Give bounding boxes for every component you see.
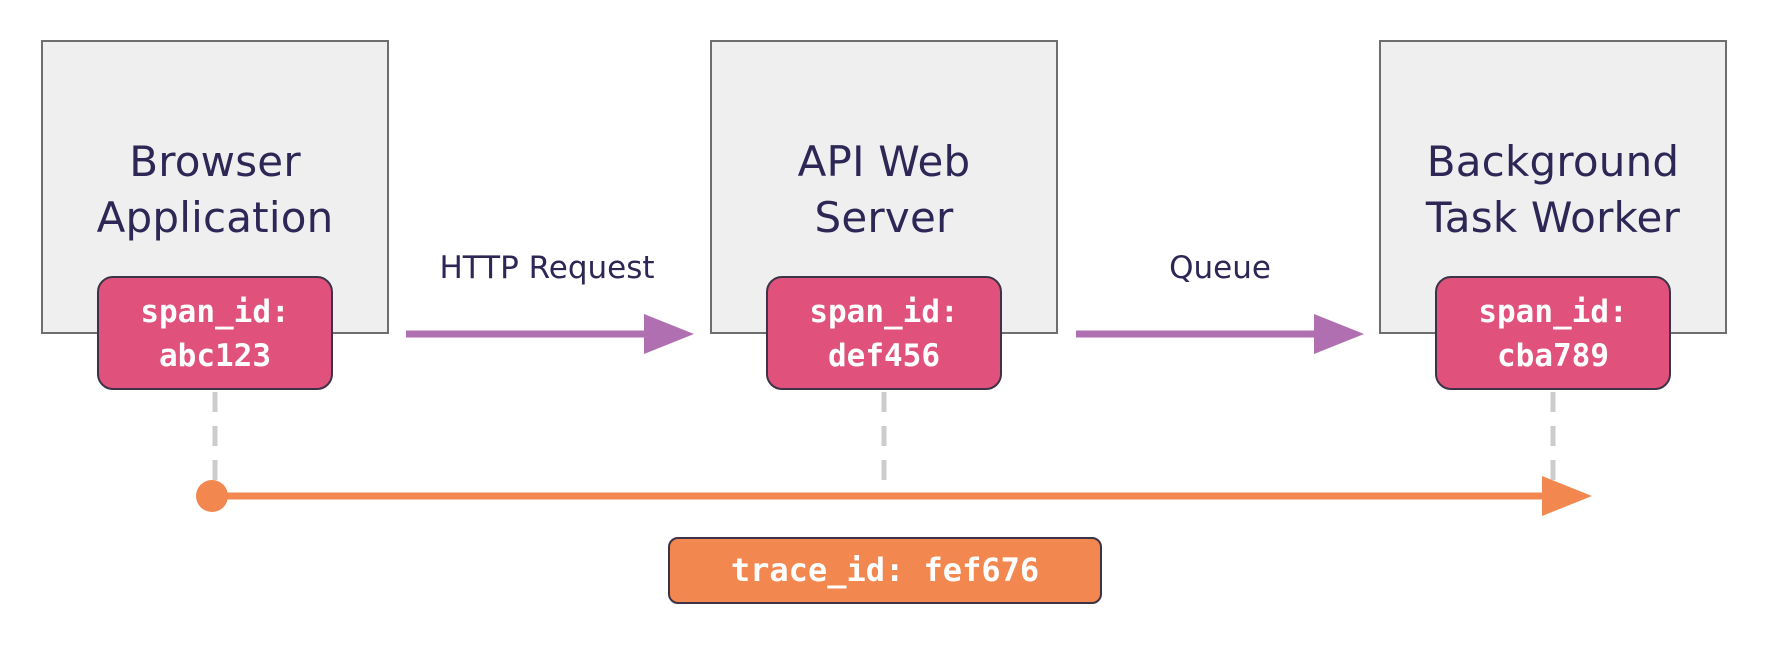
span-badge-browser: span_id: abc123 xyxy=(97,276,333,390)
service-title-line: Task Worker xyxy=(1425,193,1681,242)
browser-application-title: Browser Application xyxy=(43,134,387,246)
span-badge-worker: span_id: cba789 xyxy=(1435,276,1671,390)
span-id-value: abc123 xyxy=(159,338,271,374)
api-web-server-title: API Web Server xyxy=(712,134,1056,246)
trace-start-dot xyxy=(196,480,228,512)
http-request-arrow xyxy=(406,314,694,354)
span-id-value: def456 xyxy=(828,338,940,374)
service-title-line: API Web xyxy=(797,137,971,186)
trace-end-arrowhead xyxy=(1542,476,1592,516)
span-id-label: span_id: xyxy=(1478,294,1628,330)
trace-timeline-arrow xyxy=(196,476,1592,516)
http-request-label: HTTP Request xyxy=(439,250,655,286)
span-id-label: span_id: xyxy=(809,294,959,330)
background-task-worker-title: Background Task Worker xyxy=(1381,134,1725,246)
span-badge-api: span_id: def456 xyxy=(766,276,1002,390)
service-title-line: Server xyxy=(814,193,954,242)
span-id-label: span_id: xyxy=(140,294,290,330)
queue-label: Queue xyxy=(1169,250,1271,286)
service-title-line: Background xyxy=(1426,137,1680,186)
queue-arrow xyxy=(1076,314,1364,354)
trace-id-badge: trace_id: fef676 xyxy=(668,537,1102,604)
service-title-line: Application xyxy=(96,193,334,242)
span-id-value: cba789 xyxy=(1497,338,1609,374)
service-title-line: Browser xyxy=(129,137,301,186)
